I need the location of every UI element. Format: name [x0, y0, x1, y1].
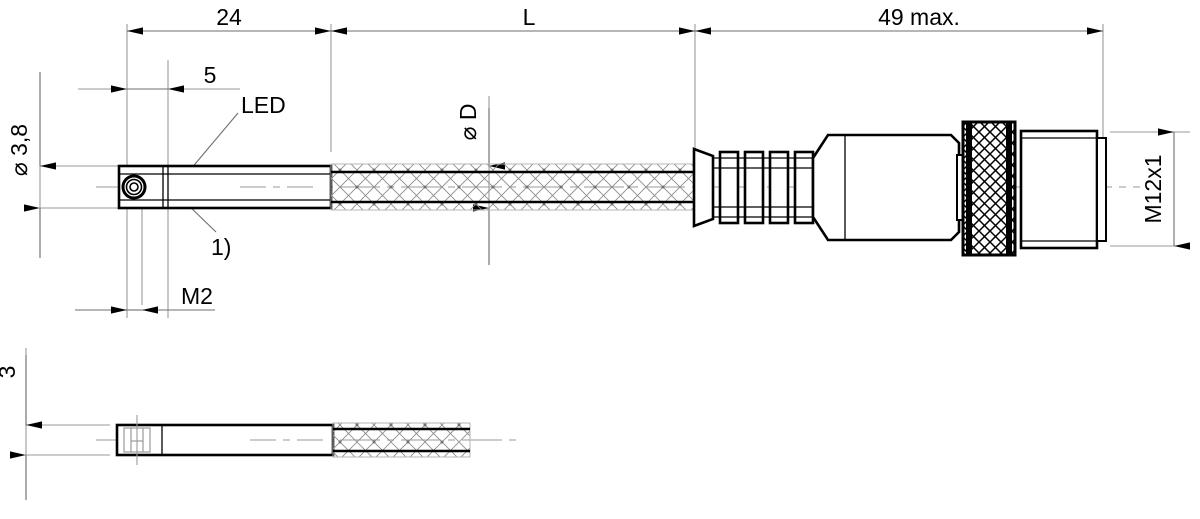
connector-end-cap [1019, 129, 1107, 250]
dim-5-text: 5 [204, 62, 217, 88]
mounting-detail-top [123, 415, 151, 465]
strain-relief-ribs [718, 150, 815, 225]
top-view: 3 [0, 348, 520, 500]
dim-m2-text: M2 [181, 283, 213, 309]
braided-cable-top [332, 422, 471, 458]
dimension-49max: 49 max. [736, 4, 1103, 35]
led-label-text: LED [241, 92, 286, 118]
sensor-body [117, 164, 333, 210]
label-led: LED [189, 92, 286, 171]
side-view: 24 5 L 49 max. ⌀ 3,8 [6, 4, 1190, 318]
dimension-m12x1: M12x1 [1140, 128, 1190, 250]
dim-dia-3-8-text: ⌀ 3,8 [6, 124, 32, 176]
connector-housing [811, 133, 968, 242]
dimension-dia-D: ⌀ D [455, 104, 505, 265]
dim-m12x1-text: M12x1 [1140, 154, 1166, 223]
dimension-m2: M2 [75, 283, 215, 314]
label-footnote-1: 1) [185, 202, 231, 260]
knurled-coupling-nut [961, 120, 1017, 257]
mounting-hole-m2 [121, 174, 147, 200]
dim-L-text: L [523, 4, 536, 30]
top-view-extension-lines [25, 348, 110, 500]
footnote-1-text: 1) [211, 234, 231, 260]
dimension-5: 5 [111, 62, 216, 93]
sensor-body-top [115, 423, 335, 457]
dimension-24: 24 [127, 4, 372, 35]
dimension-dia-3-8: ⌀ 3,8 [6, 72, 56, 258]
strain-relief [692, 147, 825, 228]
dim-24-text: 24 [216, 4, 242, 30]
braided-cable [330, 163, 702, 211]
dim-dia-D-text: ⌀ D [455, 104, 481, 141]
dim-49max-text: 49 max. [878, 4, 960, 30]
dimension-L: L [372, 4, 736, 35]
strain-relief-shaft [713, 157, 825, 218]
dimension-3: 3 [0, 355, 42, 500]
dim-3-text: 3 [0, 366, 20, 379]
